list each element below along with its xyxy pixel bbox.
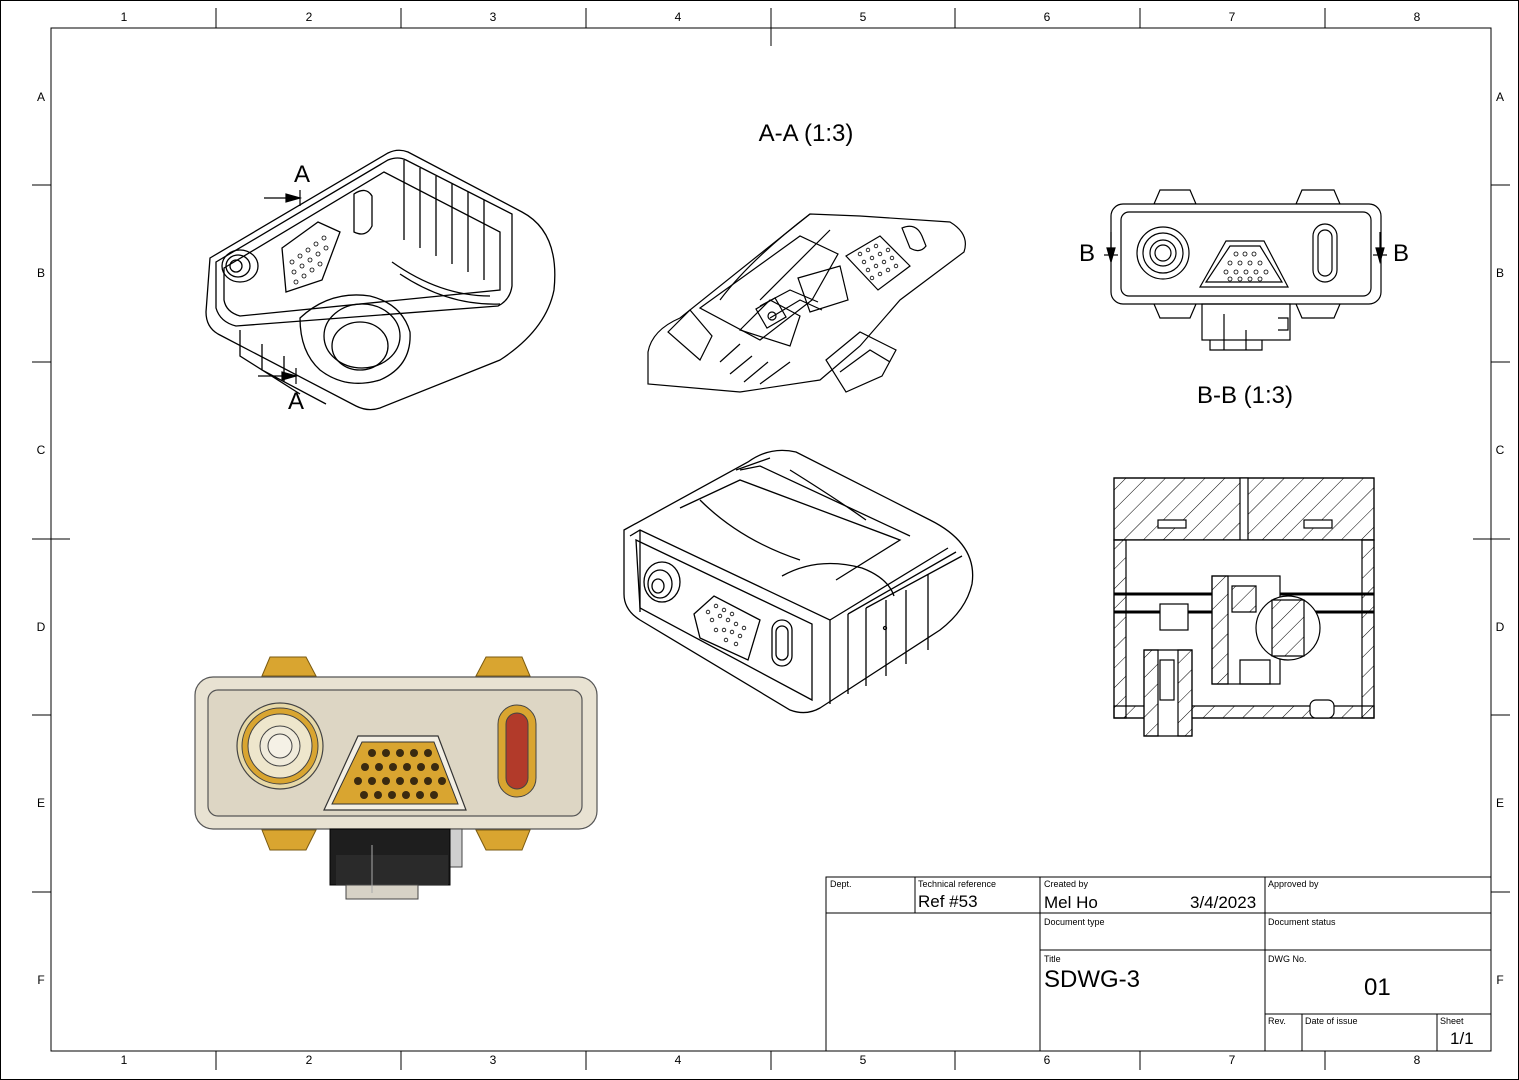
gold-tab-top-right bbox=[475, 656, 531, 677]
section-a-marker-bottom: A bbox=[287, 388, 305, 415]
col-label-top-8: 8 bbox=[1413, 10, 1421, 24]
section-a-marker-top: A bbox=[293, 161, 311, 188]
row-ticks bbox=[32, 184, 1510, 893]
rev-caption: Rev. bbox=[1268, 1016, 1286, 1026]
col-label-bottom-2: 2 bbox=[305, 1053, 313, 1067]
row-label-left-d: D bbox=[36, 620, 46, 634]
row-label-left-f: F bbox=[37, 973, 45, 987]
section-bb-view bbox=[1113, 477, 1375, 737]
bnc-pin bbox=[267, 733, 293, 759]
techref-caption: Technical reference bbox=[918, 879, 997, 889]
row-label-left-e: E bbox=[36, 796, 46, 810]
row-label-left-a: A bbox=[36, 90, 46, 104]
section-b-arrows bbox=[1104, 232, 1387, 265]
row-label-right-c: C bbox=[1495, 443, 1505, 457]
col-label-bottom-3: 3 bbox=[489, 1053, 497, 1067]
iso-view-center bbox=[623, 449, 974, 714]
section-b-marker-left: B bbox=[1078, 240, 1096, 267]
col-label-bottom-1: 1 bbox=[120, 1053, 128, 1067]
row-label-right-b: B bbox=[1495, 266, 1505, 280]
doctype-caption: Document type bbox=[1044, 917, 1105, 927]
dept-caption: Dept. bbox=[830, 879, 852, 889]
gold-tab-bottom-left bbox=[261, 829, 317, 851]
d-sub-pins bbox=[354, 749, 446, 799]
row-label-left-c: C bbox=[36, 443, 46, 457]
gold-tab-bottom-right bbox=[475, 829, 531, 851]
connector-foot bbox=[345, 884, 419, 900]
iso-view-top-left bbox=[205, 149, 556, 411]
techref-value: Ref #53 bbox=[918, 892, 978, 911]
sheet-caption: Sheet bbox=[1440, 1016, 1464, 1026]
title-value: SDWG-3 bbox=[1044, 966, 1140, 993]
col-label-top-4: 4 bbox=[674, 10, 682, 24]
row-label-right-f: F bbox=[1496, 973, 1504, 987]
col-label-top-6: 6 bbox=[1043, 10, 1051, 24]
title-caption: Title bbox=[1044, 954, 1061, 964]
docstatus-caption: Document status bbox=[1268, 917, 1336, 927]
section-aa-view bbox=[647, 213, 966, 393]
section-bb-title: B-B (1:3) bbox=[1196, 382, 1294, 409]
col-label-top-7: 7 bbox=[1228, 10, 1236, 24]
column-ticks bbox=[215, 8, 1326, 1070]
row-label-right-a: A bbox=[1495, 90, 1505, 104]
dwgno-caption: DWG No. bbox=[1268, 954, 1307, 964]
gold-tab-top-left bbox=[261, 656, 317, 677]
section-aa-title: A-A (1:3) bbox=[758, 120, 854, 147]
front-view bbox=[1110, 189, 1382, 351]
sheet-value: 1/1 bbox=[1450, 1029, 1474, 1048]
section-a-arrows bbox=[258, 190, 303, 384]
row-label-right-d: D bbox=[1495, 620, 1505, 634]
created-value: Mel Ho bbox=[1044, 893, 1098, 912]
color-render-view bbox=[194, 656, 598, 900]
dwgno-value: 01 bbox=[1364, 974, 1391, 1001]
col-label-bottom-7: 7 bbox=[1228, 1053, 1236, 1067]
title-block-frame bbox=[825, 876, 1492, 1052]
d-sub-insert bbox=[331, 741, 459, 805]
approved-caption: Approved by bbox=[1268, 879, 1319, 889]
row-label-right-e: E bbox=[1495, 796, 1505, 810]
col-label-top-5: 5 bbox=[859, 10, 867, 24]
col-label-bottom-4: 4 bbox=[674, 1053, 682, 1067]
col-label-bottom-6: 6 bbox=[1043, 1053, 1051, 1067]
date-issue-caption: Date of issue bbox=[1305, 1016, 1358, 1026]
col-label-bottom-8: 8 bbox=[1413, 1053, 1421, 1067]
col-label-top-2: 2 bbox=[305, 10, 313, 24]
connector-black-lower bbox=[336, 855, 448, 885]
created-caption: Created by bbox=[1044, 879, 1089, 889]
col-label-top-3: 3 bbox=[489, 10, 497, 24]
created-date: 3/4/2023 bbox=[1190, 893, 1257, 912]
row-label-left-b: B bbox=[36, 266, 46, 280]
col-label-bottom-5: 5 bbox=[859, 1053, 867, 1067]
col-label-top-1: 1 bbox=[120, 10, 128, 24]
section-b-marker-right: B bbox=[1392, 240, 1410, 267]
led-window-red bbox=[505, 712, 529, 790]
